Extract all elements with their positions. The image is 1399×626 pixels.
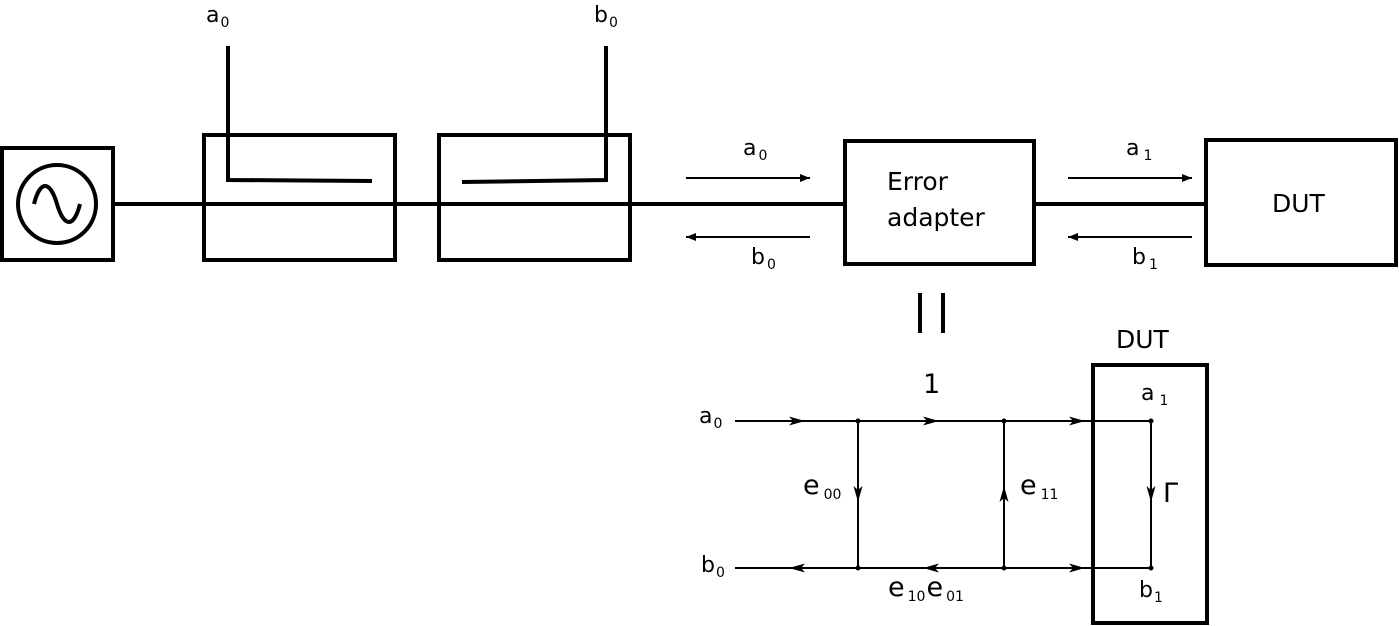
coupler-port-a0-label: a0 bbox=[206, 3, 229, 31]
flow-node-b1-label: b1 bbox=[1139, 578, 1163, 606]
flow-node-b0-label: b0 bbox=[701, 553, 725, 581]
coupler-port-b0-label: b0 bbox=[594, 3, 618, 31]
dut-label: DUT bbox=[1272, 189, 1326, 218]
directional-coupler-1 bbox=[202, 46, 397, 262]
flow-node-a0-label: a0 bbox=[699, 404, 722, 432]
node-dot bbox=[1001, 418, 1007, 424]
signal-source bbox=[0, 146, 115, 262]
directional-coupler-2 bbox=[437, 46, 632, 262]
node-dot bbox=[855, 418, 861, 424]
gamma-label: Γ bbox=[1163, 478, 1178, 509]
error-adapter-block: Error adapter bbox=[843, 139, 1036, 266]
node-dot bbox=[1148, 418, 1154, 424]
dut-block: DUT bbox=[1204, 138, 1398, 267]
flow-dut-box bbox=[1091, 363, 1209, 625]
error-adapter-label-line1: Error bbox=[887, 167, 949, 196]
flow-dut-title: DUT bbox=[1116, 325, 1170, 354]
forward-gain-label: 1 bbox=[923, 369, 940, 400]
node-dot bbox=[855, 565, 861, 571]
error-adapter-label-line2: adapter bbox=[887, 203, 986, 232]
node-dot bbox=[1148, 565, 1154, 571]
sine-source-icon bbox=[16, 163, 98, 245]
node-dot bbox=[1001, 565, 1007, 571]
equivalence-symbol bbox=[918, 293, 945, 333]
